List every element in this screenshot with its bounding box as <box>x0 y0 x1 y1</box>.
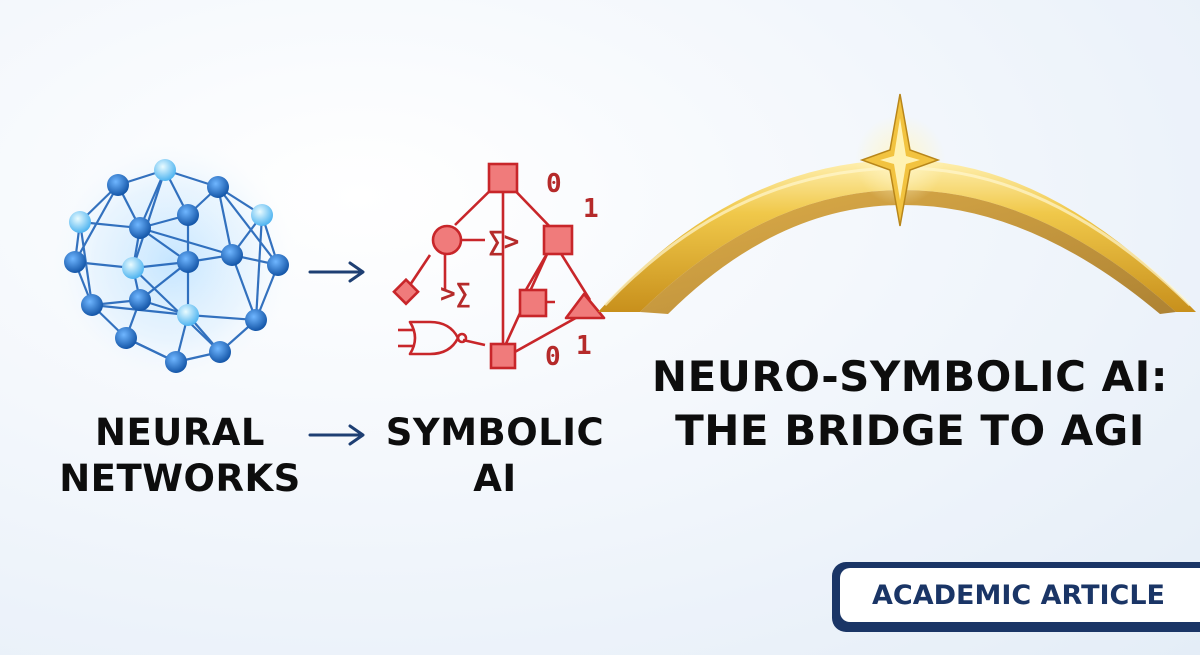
article-badge: ACADEMIC ARTICLE <box>832 562 1200 632</box>
arrow-right-icon <box>308 261 365 283</box>
article-badge-text: ACADEMIC ARTICLE <box>840 568 1200 622</box>
binary-one: 1 <box>576 331 592 361</box>
neural-network-icon <box>42 132 302 392</box>
binary-zero: 0 <box>545 342 561 372</box>
neural-networks-label: NEURAL NETWORKS <box>40 410 320 502</box>
star-icon <box>855 93 945 227</box>
sum-symbol: ∑> <box>488 227 519 257</box>
symbolic-ai-label: SYMBOLIC AI <box>375 410 615 502</box>
greater-sum-symbol: >∑ <box>440 279 471 309</box>
binary-zero: 0 <box>546 169 562 199</box>
title-line1: NEURO-SYMBOLIC AI: <box>651 352 1169 401</box>
arrow-right-icon <box>308 424 365 446</box>
title-line2: THE BRIDGE TO AGI <box>675 406 1145 455</box>
neural-label-line2: NETWORKS <box>59 457 301 500</box>
neural-label-line1: NEURAL <box>95 411 265 454</box>
symbolic-label-line1: SYMBOLIC <box>385 411 605 454</box>
logic-diagram-icon: ∑> >∑ 0 1 0 1 <box>392 162 606 372</box>
symbolic-label-line2: AI <box>473 457 517 500</box>
binary-one: 1 <box>583 194 599 224</box>
page-title: NEURO-SYMBOLIC AI: THE BRIDGE TO AGI <box>640 350 1180 458</box>
